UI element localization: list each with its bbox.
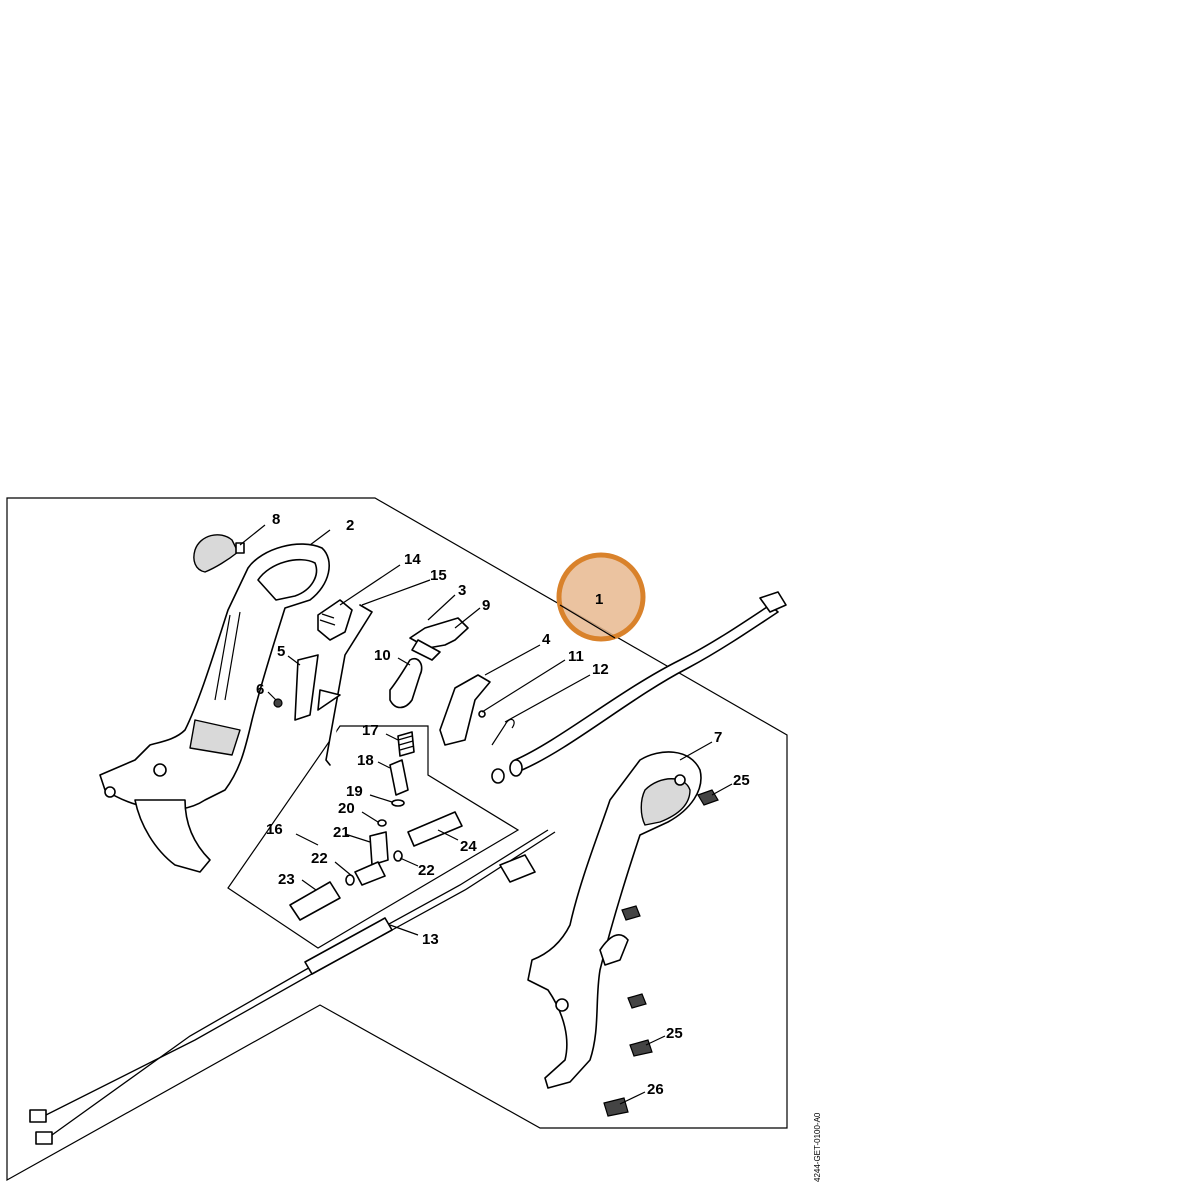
callout-2: 2 bbox=[346, 517, 354, 534]
callout-17: 17 bbox=[362, 722, 379, 739]
callout-22b: 22 bbox=[418, 862, 435, 879]
callout-15: 15 bbox=[430, 567, 447, 584]
handle-part-7 bbox=[527, 751, 702, 1089]
trigger-part-14 bbox=[317, 599, 353, 641]
leader-lines bbox=[239, 524, 733, 1105]
tube-part-1 bbox=[491, 591, 787, 784]
callout-labels: 1 2 8 14 15 3 9 10 5 6 4 11 12 7 25 17 1… bbox=[256, 511, 750, 1098]
callout-12: 12 bbox=[592, 661, 609, 678]
callout-13: 13 bbox=[422, 931, 439, 948]
callout-26: 26 bbox=[647, 1081, 664, 1098]
callout-6: 6 bbox=[256, 681, 264, 698]
callout-22a: 22 bbox=[311, 850, 328, 867]
drawing-code: 4244-GET-0100-A0 bbox=[813, 1112, 822, 1182]
screws-part-25-26 bbox=[603, 789, 719, 1117]
callout-16: 16 bbox=[266, 821, 283, 838]
callout-24: 24 bbox=[460, 838, 477, 855]
callout-23: 23 bbox=[278, 871, 295, 888]
callout-21: 21 bbox=[333, 824, 350, 841]
callout-1: 1 bbox=[595, 591, 603, 608]
cam-part-10 bbox=[389, 657, 423, 709]
callout-8: 8 bbox=[272, 511, 280, 528]
callout-11: 11 bbox=[568, 648, 584, 665]
callout-25b: 25 bbox=[666, 1025, 683, 1042]
screw-part-6 bbox=[273, 698, 283, 708]
handle-part-2 bbox=[99, 543, 330, 873]
slide-part-4 bbox=[439, 674, 491, 746]
callout-10: 10 bbox=[374, 647, 391, 664]
callout-7: 7 bbox=[714, 729, 722, 746]
spring-part-12 bbox=[491, 718, 515, 746]
callout-9: 9 bbox=[482, 597, 490, 614]
callout-20: 20 bbox=[338, 800, 355, 817]
callout-25a: 25 bbox=[733, 772, 750, 789]
callout-19: 19 bbox=[346, 783, 363, 800]
knob-part-8 bbox=[193, 534, 245, 573]
callout-5: 5 bbox=[277, 643, 285, 660]
subassembly-parts bbox=[289, 731, 463, 921]
callout-14: 14 bbox=[404, 551, 421, 568]
subassembly-frame bbox=[227, 725, 520, 949]
rod-part-15 bbox=[325, 604, 373, 766]
plate-part-5 bbox=[294, 654, 341, 721]
pin-part-11 bbox=[478, 710, 486, 718]
diagram-frame bbox=[6, 497, 788, 1182]
cable-part-13 bbox=[29, 829, 556, 1145]
callout-3: 3 bbox=[458, 582, 466, 599]
lever-part-3-9 bbox=[409, 617, 469, 661]
callout-4: 4 bbox=[542, 631, 551, 648]
highlight-circle bbox=[556, 552, 646, 642]
callout-18: 18 bbox=[357, 752, 374, 769]
